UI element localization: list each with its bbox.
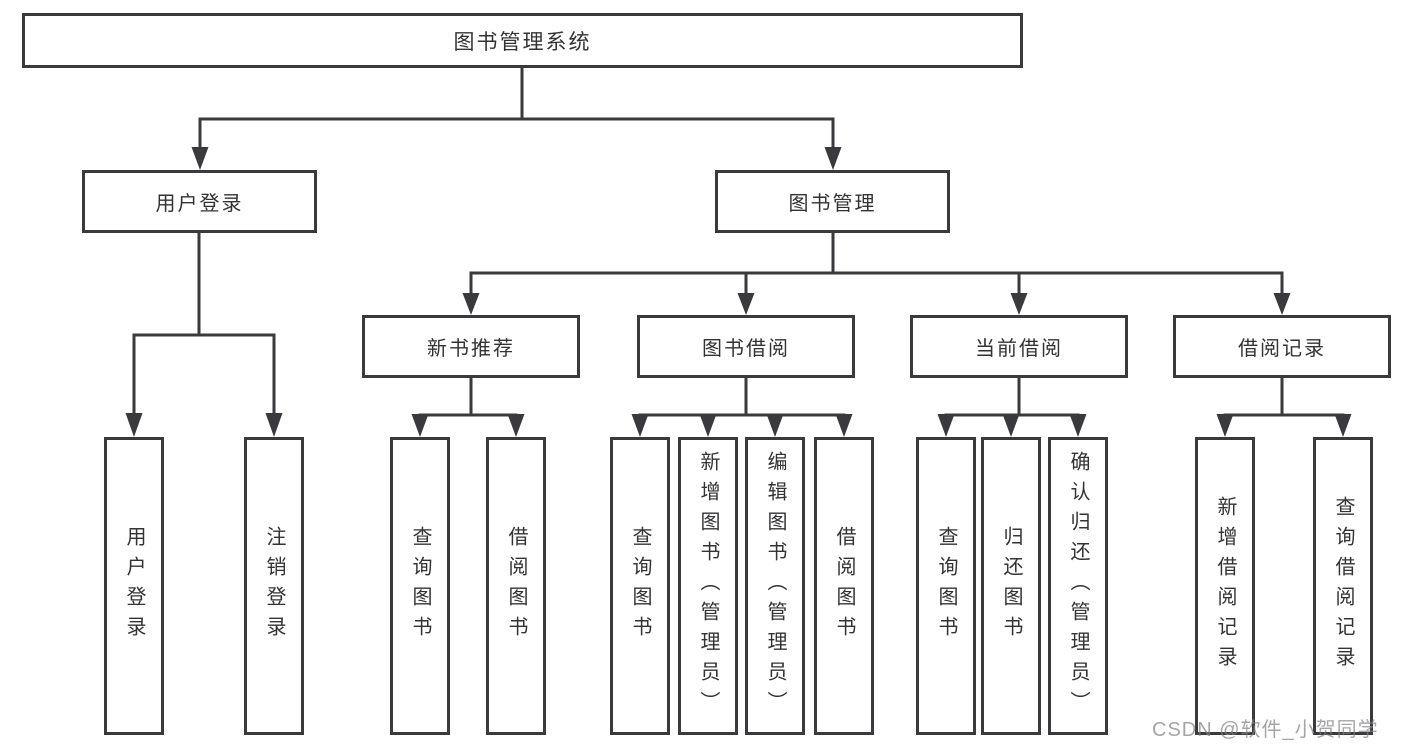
node-label: 注销登录: [263, 526, 285, 646]
node-borrow-books-leaf: 借阅图书: [814, 437, 874, 735]
node-label: 查询图书: [629, 526, 651, 646]
node-return-books: 归还图书: [981, 437, 1041, 735]
node-add-book-admin: 新增图书（管理员）: [678, 437, 738, 735]
node-add-borrow-record: 新增借阅记录: [1195, 437, 1255, 735]
node-label: 借阅图书: [833, 526, 855, 646]
node-query-books-borrow: 查询图书: [610, 437, 670, 735]
node-label: 图书借阅: [702, 338, 790, 360]
node-label: 借阅图书: [505, 526, 527, 646]
node-edit-book-admin: 编辑图书（管理员）: [745, 437, 805, 735]
node-label: 借阅记录: [1238, 338, 1326, 360]
node-borrow-books-recommend: 借阅图书: [486, 437, 546, 735]
node-label: 新增图书（管理员）: [697, 451, 719, 721]
node-label: 查询图书: [409, 526, 431, 646]
node-label: 图书管理: [788, 193, 877, 215]
node-label: 图书管理系统: [453, 30, 592, 54]
node-label: 用户登录: [123, 526, 145, 646]
node-label: 确认归还（管理员）: [1067, 451, 1089, 721]
node-label: 新增借阅记录: [1214, 496, 1236, 676]
node-new-book-recommend: 新书推荐: [362, 315, 580, 378]
node-query-borrow-record: 查询借阅记录: [1313, 437, 1373, 735]
watermark: CSDN @软件_小贺同学: [1152, 719, 1379, 741]
node-label: 查询借阅记录: [1332, 496, 1354, 676]
node-query-books-current: 查询图书: [916, 437, 976, 735]
node-label: 当前借阅: [975, 338, 1063, 360]
node-label: 新书推荐: [427, 338, 515, 360]
node-book-management: 图书管理: [715, 170, 950, 233]
node-label: 归还图书: [1000, 526, 1022, 646]
node-label: 用户登录: [155, 193, 244, 215]
node-book-borrow: 图书借阅: [637, 315, 855, 378]
node-library-management-system: 图书管理系统: [22, 13, 1023, 68]
node-user-login: 用户登录: [82, 170, 317, 233]
node-label: 查询图书: [935, 526, 957, 646]
node-label: 编辑图书（管理员）: [764, 451, 786, 721]
node-logout: 注销登录: [244, 437, 304, 735]
node-query-books-recommend: 查询图书: [390, 437, 450, 735]
node-current-borrow: 当前借阅: [910, 315, 1128, 378]
node-user-login-leaf: 用户登录: [104, 437, 164, 735]
node-borrow-records: 借阅记录: [1173, 315, 1391, 378]
node-confirm-return-admin: 确认归还（管理员）: [1048, 437, 1108, 735]
